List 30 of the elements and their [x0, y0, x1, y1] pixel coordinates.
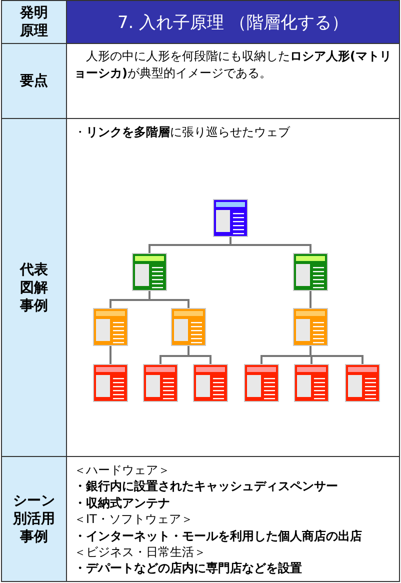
example-item: ・銀行内に設置されたキャッシュディスペンサー — [74, 478, 338, 494]
connector-line — [230, 237, 312, 253]
web-page-icon — [293, 308, 328, 346]
connector-line — [310, 291, 312, 308]
example-item: ・インターネット・モールを利用した個人商店の出店 — [74, 528, 362, 544]
web-page-icon — [345, 364, 380, 402]
category-heading: ＜ビジネス・日常生活＞ — [74, 544, 206, 560]
row-header: 発明原理 — [1, 0, 67, 44]
summary-text: 人形の中に人形を何段階にも収納したロシア人形(マトリョーシカ)が典型的イメージである。 — [74, 48, 392, 82]
web-page-icon — [93, 364, 128, 402]
category-heading: ＜ハードウェア＞ — [74, 462, 170, 478]
web-page-icon — [244, 364, 279, 402]
web-page-icon — [132, 253, 167, 291]
connector-line — [148, 291, 190, 308]
example-item: ・収納式アンテナ — [74, 494, 170, 511]
web-page-icon — [213, 199, 248, 237]
web-page-icon — [193, 364, 228, 402]
web-page-icon — [293, 253, 328, 291]
web-page-icon — [171, 308, 206, 346]
row-header: 要点 — [1, 43, 67, 119]
row-header: シーン別活用事例 — [1, 456, 67, 582]
connector-line — [110, 346, 112, 364]
example-item: ・デパートなどの店内に専門店などを設置 — [74, 560, 302, 576]
example-caption: ・リンクを多階層に張り巡らせたウェブ — [74, 124, 290, 140]
title-banner: 7. 入れ子原理 （階層化する） — [66, 0, 400, 44]
web-page-icon — [143, 364, 178, 402]
web-page-icon — [93, 308, 128, 346]
row-header: 代表図解事例 — [1, 118, 67, 457]
web-page-icon — [294, 364, 329, 402]
category-heading: ＜IT・ソフトウェア＞ — [74, 511, 193, 528]
